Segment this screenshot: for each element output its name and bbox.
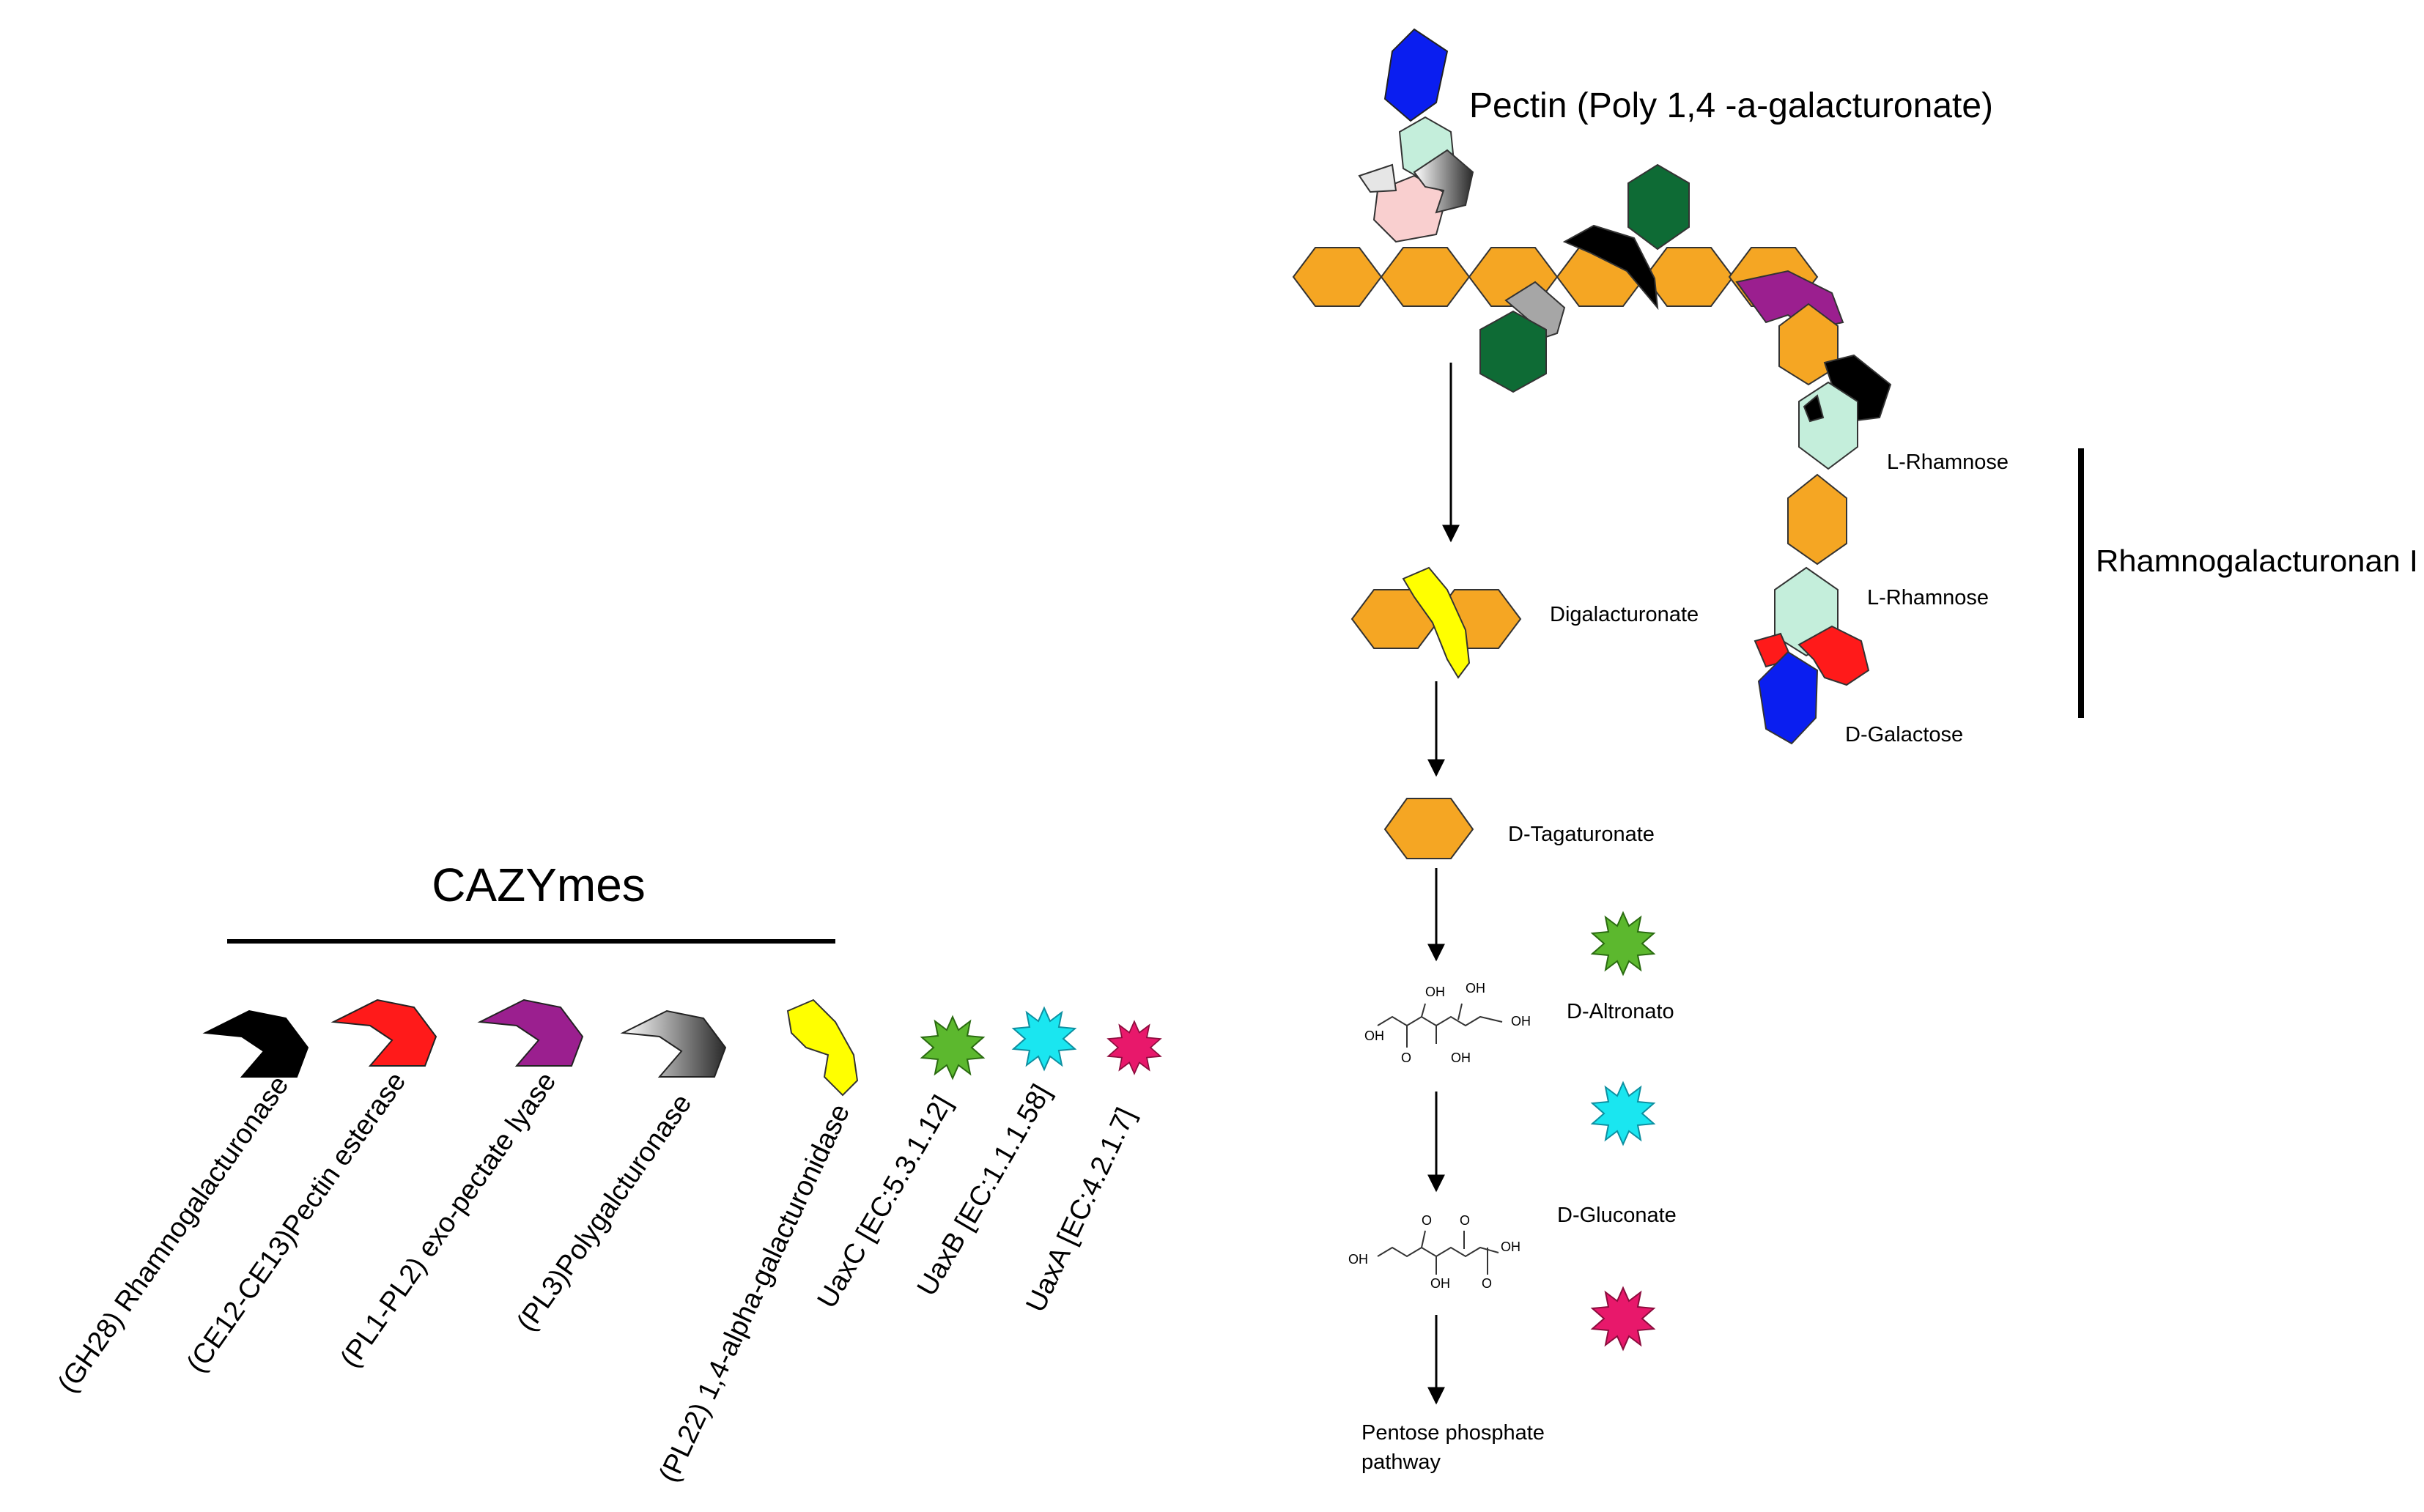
pectin-title: Pectin (Poly 1,4 -a-galacturonate) (1469, 86, 1993, 125)
label-l-rhamnose-1: L-Rhamnose (1887, 451, 2009, 474)
svg-text:OH: OH (1430, 1276, 1450, 1291)
svg-text:O: O (1401, 1050, 1411, 1065)
galactose-residue-top (1383, 28, 1449, 122)
altronate-atoms: OH O OH OH OH OH (1364, 981, 1531, 1065)
xylose-residue-top (1358, 163, 1449, 243)
black-enzyme-backbone (1562, 224, 1659, 311)
svg-text:O: O (1422, 1213, 1432, 1228)
gray-enzyme-top (1413, 149, 1474, 214)
pathway-arrows (1427, 363, 1460, 1405)
svg-text:O: O (1460, 1213, 1470, 1228)
legend-label-gh28: (GH28) Rhamnogalacturonase (52, 1070, 295, 1398)
tagaturonate-glyph (1383, 798, 1474, 859)
svg-text:OH: OH (1501, 1239, 1520, 1254)
uaxc-star-icon (1592, 912, 1655, 975)
uaxb-star-icon (1592, 1082, 1655, 1145)
svg-text:OH: OH (1425, 985, 1445, 999)
galacturonate-backbone (1293, 247, 1818, 307)
label-d-gluconate: D-Gluconate (1557, 1204, 1677, 1227)
digalacturonate-glyph (1351, 566, 1521, 679)
rg-label: Rhamnogalacturonan I (2096, 544, 2418, 578)
legend-glyph-exo-pectate-lyase-icon (479, 999, 583, 1067)
arabinose-residue-bottom (1479, 310, 1547, 393)
label-digalacturonate: Digalacturonate (1550, 603, 1699, 626)
gluconate-structure (1377, 1230, 1499, 1275)
svg-text:OH: OH (1364, 1029, 1384, 1043)
svg-text:OH: OH (1451, 1050, 1471, 1065)
uaxa-star-icon (1592, 1287, 1655, 1350)
svg-text:OH: OH (1348, 1252, 1368, 1267)
svg-text:O: O (1482, 1276, 1492, 1291)
legend-glyph-uaxa-star-icon (1107, 1020, 1161, 1075)
arabinose-residue-top (1627, 163, 1690, 251)
svg-text:OH: OH (1511, 1014, 1531, 1029)
legend-glyph-uaxc-star-icon (921, 1016, 984, 1079)
svg-text:OH: OH (1466, 981, 1485, 996)
label-pentose-phosphate-line1: Pentose phosphate (1361, 1421, 1545, 1445)
legend-label-pl3: (PL3)Polygalcturonase (511, 1089, 698, 1337)
legend-glyph-galacturonidase-icon (786, 998, 859, 1097)
legend-glyph-polygalcturonase-icon (622, 1010, 726, 1078)
label-pentose-phosphate-line2: pathway (1361, 1450, 1441, 1474)
altronate-structure (1377, 1003, 1503, 1048)
legend-title: CAZYmes (432, 859, 646, 911)
legend-glyph-uaxb-star-icon (1013, 1007, 1076, 1070)
pectin-chain (1293, 28, 1892, 745)
label-d-altronato: D-Altronato (1567, 1000, 1674, 1023)
legend-label-uaxa: UaxA [EC:4.2.1.7] (1020, 1103, 1142, 1317)
cazymes-legend: CAZYmes (GH28) Rhamnogalacturonase (CE1 (52, 859, 1161, 1487)
label-d-galactose: D-Galactose (1845, 723, 1963, 746)
gluconate-atoms: OH O OH O O OH (1348, 1213, 1520, 1291)
legend-glyph-rhamnogalacturonase-icon (204, 1010, 308, 1078)
label-d-tagaturonate: D-Tagaturonate (1508, 823, 1655, 846)
vertical-chain (1754, 303, 1892, 745)
legend-glyph-pectin-esterase-icon (333, 999, 437, 1067)
label-l-rhamnose-2: L-Rhamnose (1867, 586, 1989, 609)
